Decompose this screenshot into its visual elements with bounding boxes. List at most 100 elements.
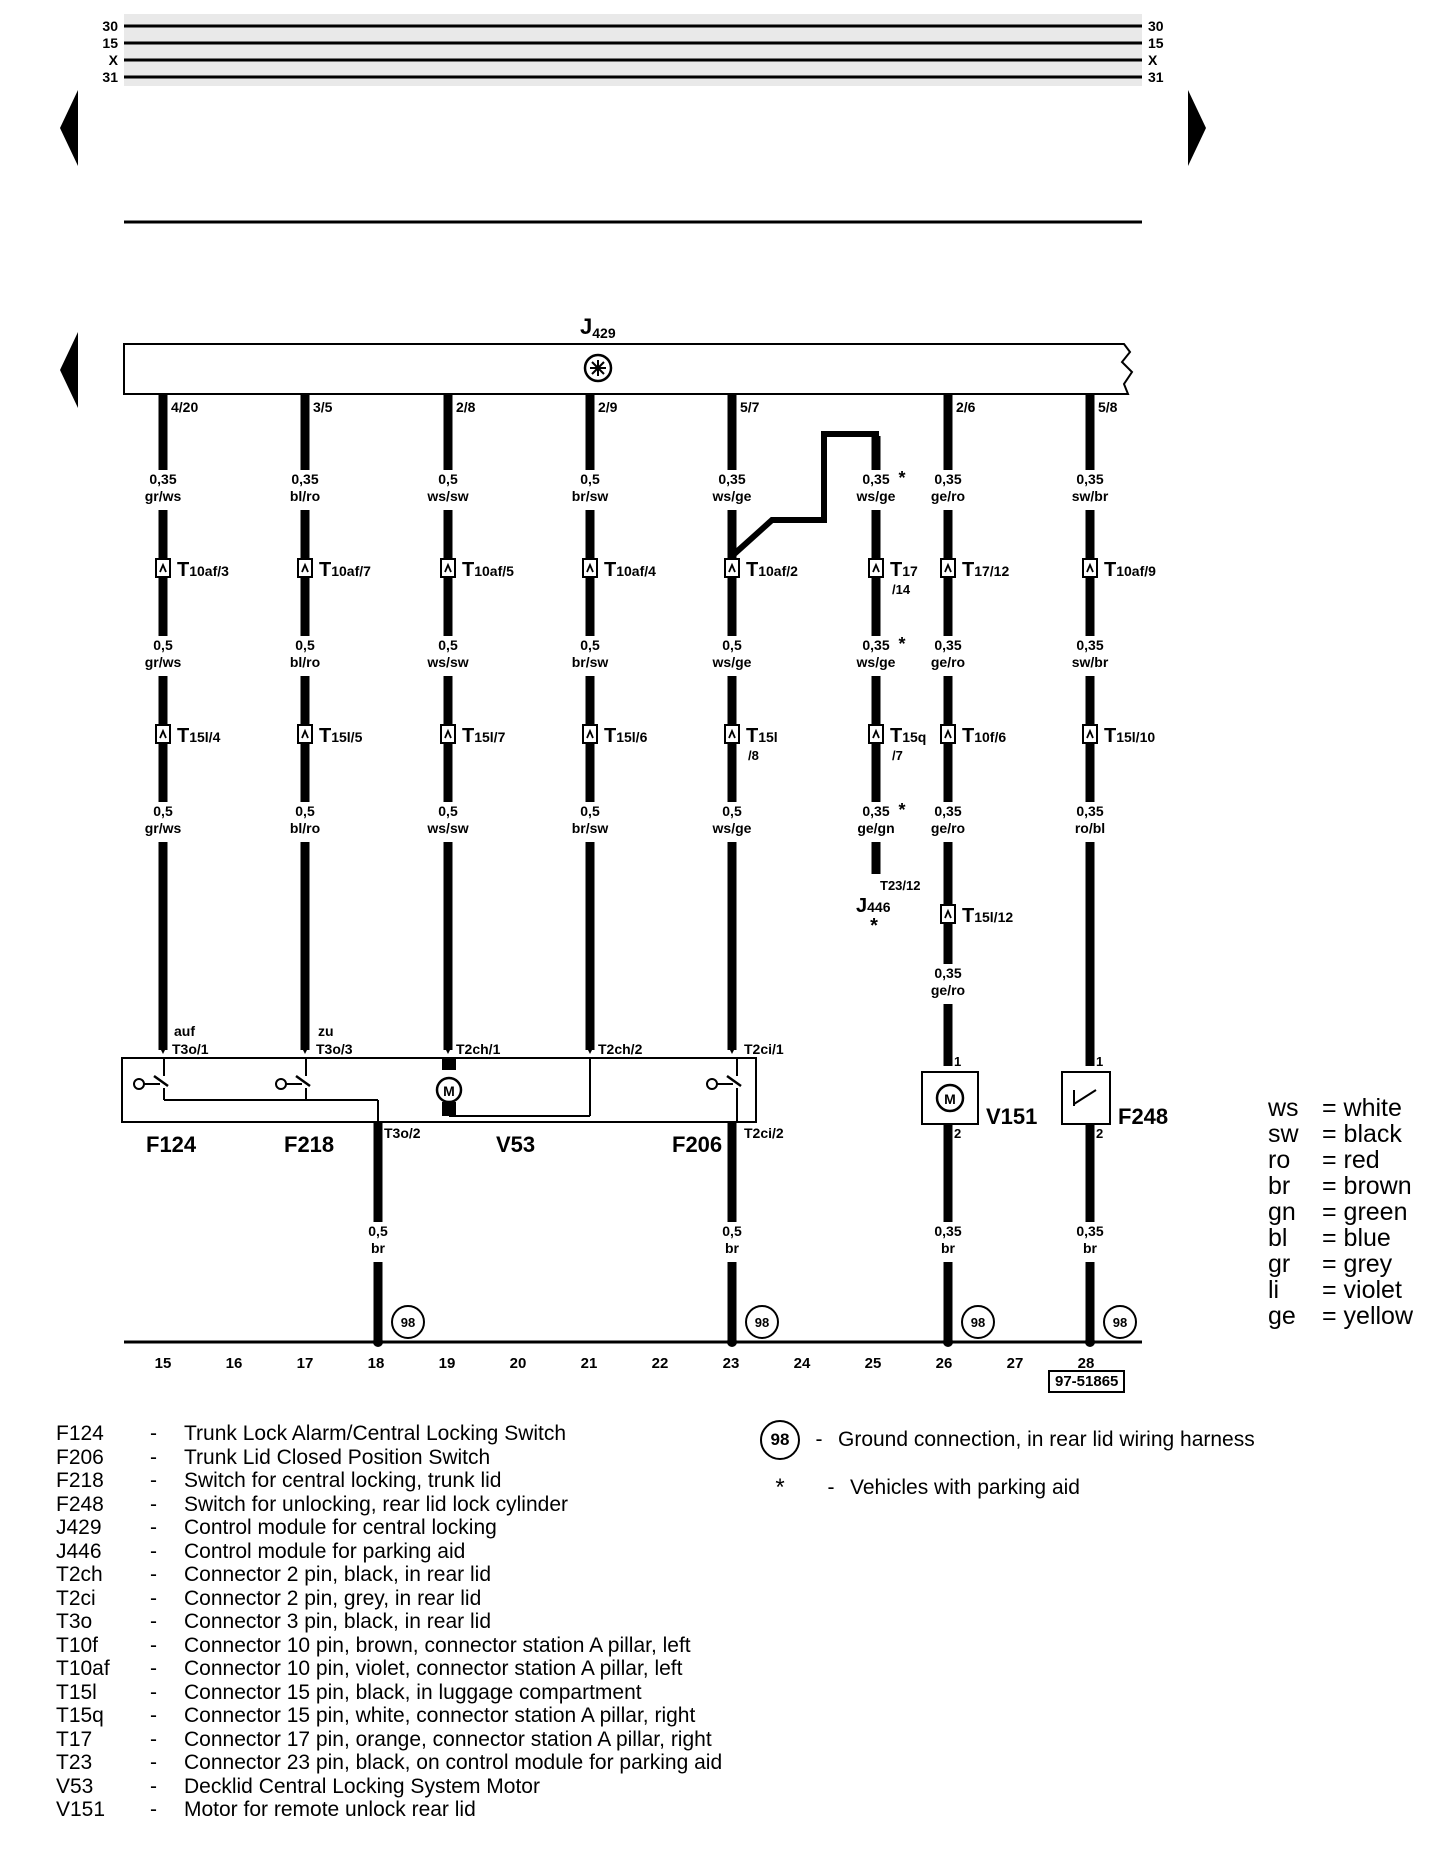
legend-row: F218-Switch for central locking, trunk l…: [56, 1469, 722, 1493]
terminal-arrow-icon: [728, 1046, 736, 1054]
bus-label-30-right: 30: [1148, 18, 1164, 34]
note-asterisk: * - Vehicles with parking aid: [748, 1464, 1255, 1512]
legend-row: T15q-Connector 15 pin, white, connector …: [56, 1704, 722, 1728]
bus-label-x-right: X: [1148, 52, 1158, 68]
legend-desc: Switch for unlocking, rear lid lock cyli…: [184, 1492, 568, 1516]
connector-1-label: T10af/4: [604, 559, 656, 581]
legend-row: F124-Trunk Lock Alarm/Central Locking Sw…: [56, 1422, 722, 1446]
track-number-26: 26: [936, 1355, 953, 1372]
module-left-arrow-icon[interactable]: [60, 332, 78, 408]
label-f206: F206: [672, 1132, 722, 1157]
switch-f206: [706, 1058, 742, 1122]
parking-aid-asterisk: *: [870, 915, 878, 937]
spec-2-size: 0,35: [934, 637, 961, 653]
ground-point-icon: [1103, 1305, 1137, 1339]
legend-row: F248-Switch for unlocking, rear lid lock…: [56, 1493, 722, 1517]
connector-2-label: T15q: [890, 725, 926, 747]
spec-gap: [940, 1222, 956, 1262]
legend-code: T10af: [56, 1657, 110, 1680]
connector-1-label-letter: T: [604, 559, 616, 581]
connector-1-icon: [155, 558, 171, 578]
connector-2-label-letter: T: [1104, 725, 1116, 747]
page-left-arrow-icon[interactable]: [60, 90, 78, 166]
legend-desc: Connector 10 pin, brown, connector stati…: [184, 1633, 691, 1657]
legend-code: J429: [56, 1516, 102, 1539]
legend-desc: Connector 15 pin, white, connector stati…: [184, 1704, 696, 1727]
legend-row: J429-Control module for central locking: [56, 1516, 722, 1540]
terminal-arrow-icon: [301, 1046, 309, 1054]
legend-desc: Motor for remote unlock rear lid: [184, 1798, 476, 1821]
spec-2-color: bl/ro: [290, 654, 320, 670]
color-name: = red: [1322, 1146, 1380, 1174]
connector-1-icon: [582, 558, 598, 578]
legend-row: F206-Trunk Lid Closed Position Switch: [56, 1446, 722, 1470]
spec-gap: [155, 802, 171, 842]
legend-desc: Trunk Lid Closed Position Switch: [184, 1445, 491, 1469]
legend-code: V53: [56, 1774, 94, 1798]
motor-v151: M 1 2 V151: [921, 1054, 1037, 1141]
switch-f218-contact-icon: [275, 1078, 287, 1090]
parking-aid-asterisk: *: [898, 468, 905, 488]
connector-1-label-letter: T: [177, 559, 189, 581]
note-dash: -: [827, 1476, 835, 1499]
spec-gap: [582, 470, 598, 510]
motor-v151-icon: [935, 1083, 965, 1113]
spec-1-size: 0,35: [1076, 471, 1103, 487]
color-abbr: li: [1268, 1276, 1280, 1304]
connector-1-icon: [1082, 558, 1098, 578]
spec-gap: [1082, 636, 1098, 676]
connector-2-icon-arrow-icon: [1086, 728, 1094, 739]
connector-2-label-pin: 15q: [902, 729, 926, 745]
track-number-25: 25: [865, 1355, 882, 1372]
color-name: = brown: [1322, 1172, 1412, 1200]
wire-w28: 5/80,35sw/br0,35sw/br0,35ro/blT10af/9T15…: [1072, 394, 1156, 1066]
spec-1-size: 0,35: [291, 471, 318, 487]
ground-junction-dot: [373, 1337, 383, 1347]
legend-desc: Connector 17 pin, orange, connector stat…: [184, 1727, 712, 1751]
connector-1-label-letter: T: [962, 559, 974, 581]
legend-row: T2ci-Connector 2 pin, grey, in rear lid: [56, 1587, 722, 1611]
terminal-arrow-icon: [1086, 1056, 1094, 1064]
ground-point-icon: [391, 1305, 425, 1339]
connector-1-label: T10af/5: [462, 559, 514, 581]
connector-2-label-pin: 15l/6: [616, 729, 647, 745]
legend-desc: Connector 2 pin, grey, in rear lid: [184, 1586, 482, 1610]
legend-row: V53-Decklid Central Locking System Motor: [56, 1775, 722, 1799]
spec-1-size: 0,5: [438, 471, 458, 487]
term-v151-2: 2: [954, 1126, 961, 1141]
ground-spec-size: 0,5: [722, 1223, 742, 1239]
note-ground-desc: Ground connection, in rear lid wiring ha…: [838, 1428, 1255, 1451]
legend-dash: -: [150, 1445, 157, 1469]
track-number-19: 19: [439, 1355, 456, 1372]
spec-2-color: sw/br: [1072, 654, 1109, 670]
ground-point-icon: [745, 1305, 779, 1339]
color-code-row: br= brown: [1268, 1173, 1413, 1199]
legend-dash: -: [150, 1563, 157, 1586]
legend-code: F218: [56, 1469, 104, 1492]
motor-v53-bottom-terminal: [442, 1102, 456, 1116]
connector-2-icon: [1082, 724, 1098, 744]
legend-desc: Connector 23 pin, black, on control modu…: [184, 1751, 723, 1774]
connector-2-label-pin: 10f/6: [974, 729, 1006, 745]
spec-gap: [940, 964, 956, 1004]
color-code-row: bl= blue: [1268, 1225, 1413, 1251]
spec-1-color: bl/ro: [290, 488, 320, 504]
spec-3-size: 0,5: [722, 803, 742, 819]
page-right-arrow-icon[interactable]: [1188, 90, 1206, 166]
color-code-row: ws= white: [1268, 1095, 1413, 1121]
legend-code: T2ch: [56, 1563, 103, 1586]
spec-gap: [297, 636, 313, 676]
pin-label: 4/20: [171, 399, 198, 415]
connector-2-label-letter: T: [962, 725, 974, 747]
spec-1-size: 0,35: [149, 471, 176, 487]
connector-1-label-pin: 10af/7: [331, 563, 371, 579]
legend-dash: -: [150, 1516, 157, 1539]
terminal-arrow-icon: [944, 1132, 952, 1140]
connector-2-sub: /8: [748, 748, 759, 763]
switch-f218-blade: [295, 1074, 311, 1088]
